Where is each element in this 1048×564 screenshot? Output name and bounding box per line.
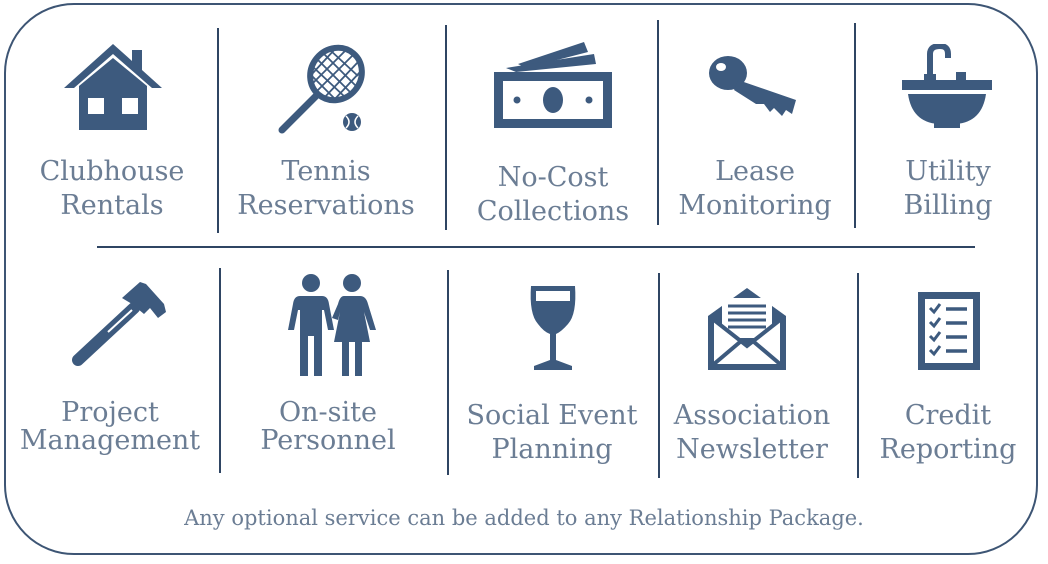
couple-icon [286, 272, 378, 378]
divider [445, 25, 447, 230]
wine-glass-icon [528, 284, 578, 372]
checklist-icon [916, 290, 982, 372]
divider [857, 273, 859, 478]
services-panel [4, 3, 1038, 555]
divider [657, 20, 659, 225]
envelope-icon [706, 286, 788, 372]
sink-icon [900, 44, 994, 130]
divider [219, 268, 221, 473]
row-divider [97, 246, 975, 248]
divider [447, 270, 449, 475]
money-icon [492, 38, 614, 130]
key-icon [708, 54, 800, 116]
tennis-racket-icon [276, 44, 370, 136]
house-icon [62, 42, 164, 132]
footnote: Any optional service can be added to any… [184, 506, 864, 530]
divider [217, 28, 219, 233]
divider [854, 23, 856, 228]
hammer-icon [68, 278, 168, 368]
divider [658, 273, 660, 478]
